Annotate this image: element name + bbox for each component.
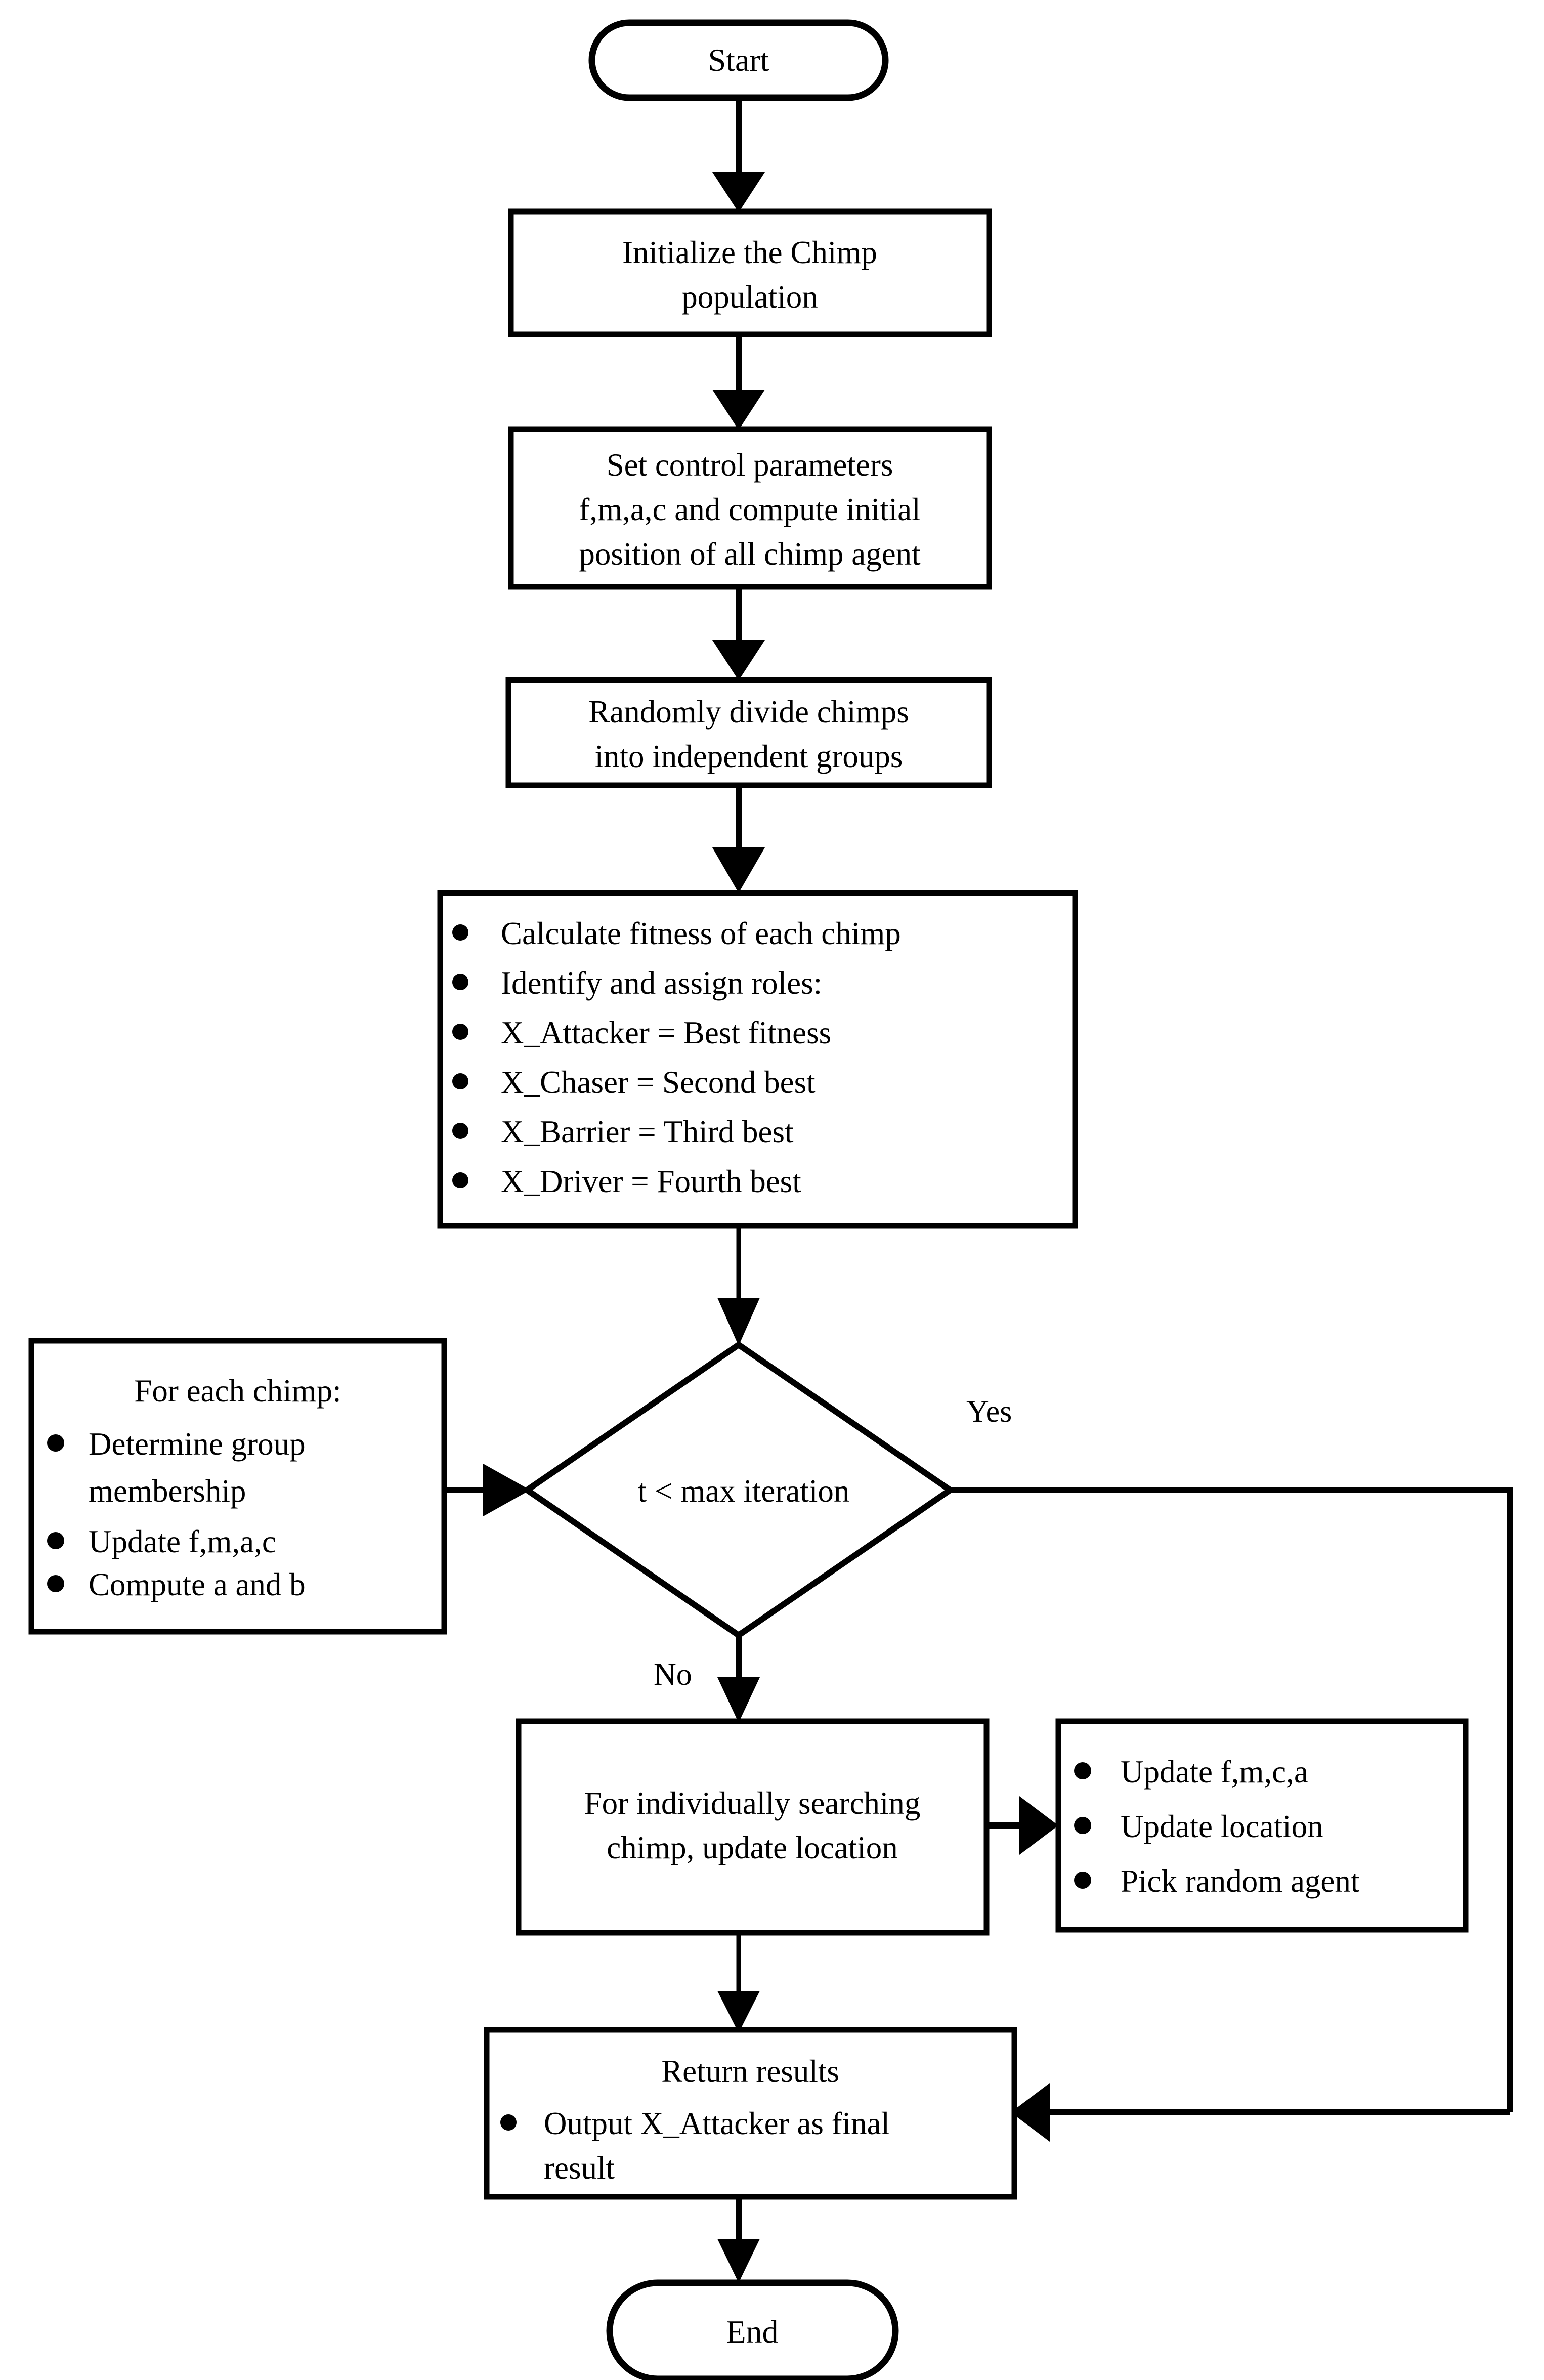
return-results-heading: Return results <box>661 2054 839 2089</box>
update-agent-bullet-2: Pick random agent <box>1121 1863 1360 1899</box>
bullet-dot-icon <box>1074 1817 1091 1834</box>
start-label: Start <box>708 42 769 78</box>
bullet-dot-icon <box>47 1434 64 1452</box>
roles-bullet-3: X_Chaser = Second best <box>501 1065 816 1100</box>
roles-bullet-4: X_Barrier = Third best <box>501 1114 794 1150</box>
edge-start-to-initialize <box>712 96 765 212</box>
edge-decision-no-to-individualsearch <box>717 1637 760 1723</box>
bullet-dot-icon <box>452 1172 468 1188</box>
node-initialize[interactable]: Initialize the Chimp population <box>508 208 992 337</box>
node-update-agent[interactable]: Update f,m,c,a Update location Pick rand… <box>1055 1718 1469 1933</box>
edge-roles-to-decision <box>717 1225 760 1346</box>
for-each-chimp-heading: For each chimp: <box>134 1373 341 1409</box>
individual-search-line2: chimp, update location <box>607 1830 898 1865</box>
set-parameters-line1: Set control parameters <box>607 447 893 483</box>
for-each-chimp-bullet-2: Update f,m,a,c <box>89 1524 276 1559</box>
edge-initialize-to-setparams <box>712 334 765 430</box>
node-decision-max-iteration[interactable]: t < max iteration <box>522 1341 956 1639</box>
node-return-results[interactable]: Return results Output X_Attacker as fina… <box>484 2027 1017 2200</box>
individual-search-line1: For individually searching <box>584 1786 921 1821</box>
roles-bullet-1: Identify and assign roles: <box>501 965 822 1001</box>
update-agent-bullet-1: Update location <box>1121 1809 1323 1844</box>
bullet-dot-icon <box>452 1073 468 1089</box>
bullet-dot-icon <box>1074 1762 1091 1779</box>
edge-returnresults-to-end <box>717 2196 760 2283</box>
roles-bullet-0: Calculate fitness of each chimp <box>501 916 901 951</box>
node-for-each-chimp[interactable]: For each chimp: Determine group membersh… <box>28 1338 447 1635</box>
bullet-dot-icon <box>452 1123 468 1139</box>
bullet-dot-icon <box>1074 1872 1091 1889</box>
roles-bullet-2: X_Attacker = Best fitness <box>501 1015 831 1050</box>
node-assign-roles[interactable]: Calculate fitness of each chimp Identify… <box>437 890 1078 1229</box>
bullet-dot-icon <box>47 1532 64 1549</box>
return-results-bullet-0: Output X_Attacker as final <box>544 2106 890 2141</box>
randomly-divide-line2: into independent groups <box>595 739 903 774</box>
bullet-dot-icon <box>500 2114 517 2131</box>
edge-label-yes: Yes <box>966 1394 1012 1429</box>
bullet-dot-icon <box>452 924 468 941</box>
return-results-bullet-1: result <box>544 2150 615 2186</box>
edge-individualsearch-to-updateagent <box>987 1796 1058 1855</box>
initialize-line2: population <box>681 279 818 315</box>
edge-decision-yes-to-returnresults <box>951 1487 1513 2142</box>
node-set-parameters[interactable]: Set control parameters f,m,a,c and compu… <box>508 426 992 590</box>
end-label: End <box>726 2314 778 2350</box>
decision-label: t < max iteration <box>638 1473 850 1509</box>
edge-label-no: No <box>654 1658 692 1692</box>
node-start[interactable]: Start <box>588 19 889 101</box>
node-randomly-divide[interactable]: Randomly divide chimps into independent … <box>505 677 992 788</box>
randomly-divide-line1: Randomly divide chimps <box>588 694 909 730</box>
set-parameters-line2: f,m,a,c and compute initial <box>579 492 920 527</box>
node-individual-search[interactable]: For individually searching chimp, update… <box>516 1718 990 1936</box>
initialize-line1: Initialize the Chimp <box>622 235 877 270</box>
for-each-chimp-bullet-0: Determine group <box>89 1426 306 1462</box>
edge-foreachchimp-to-decision <box>444 1464 530 1516</box>
roles-bullet-5: X_Driver = Fourth best <box>501 1164 801 1199</box>
update-agent-bullet-0: Update f,m,c,a <box>1121 1754 1308 1790</box>
bullet-dot-icon <box>452 974 468 990</box>
bullet-dot-icon <box>452 1024 468 1040</box>
set-parameters-line3: position of all chimp agent <box>579 536 921 572</box>
for-each-chimp-bullet-3: Compute a and b <box>89 1567 306 1602</box>
edge-individualsearch-to-returnresults <box>717 1933 760 2033</box>
edge-divide-to-roles <box>712 784 765 893</box>
node-end[interactable]: End <box>606 2279 899 2380</box>
edge-setparams-to-divide <box>712 587 765 681</box>
bullet-dot-icon <box>47 1575 64 1592</box>
for-each-chimp-bullet-1: membership <box>89 1473 246 1509</box>
